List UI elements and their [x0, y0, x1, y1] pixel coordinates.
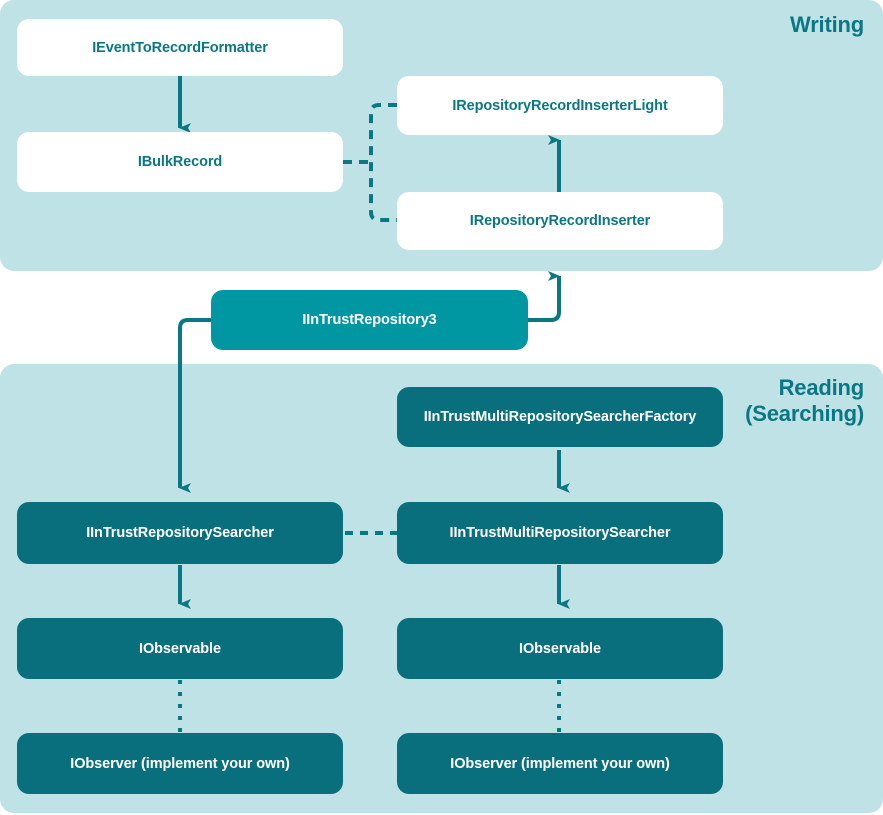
reading-panel-title-line2: (Searching) [745, 401, 864, 426]
node-observable-left[interactable]: IObservable [17, 618, 343, 679]
node-in-trust-repository3[interactable]: IInTrustRepository3 [211, 290, 528, 350]
node-multi-repository-searcher-factory[interactable]: IInTrustMultiRepositorySearcherFactory [397, 387, 723, 447]
node-in-trust-multi-repository-searcher[interactable]: IInTrustMultiRepositorySearcher [397, 502, 723, 564]
node-in-trust-repository-searcher[interactable]: IInTrustRepositorySearcher [17, 502, 343, 564]
node-bulk-record[interactable]: IBulkRecord [17, 132, 343, 192]
node-event-to-record-formatter[interactable]: IEventToRecordFormatter [17, 19, 343, 76]
reading-panel-title: Reading (Searching) [544, 375, 864, 427]
node-observer-left[interactable]: IObserver (implement your own) [17, 733, 343, 794]
node-observer-right[interactable]: IObserver (implement your own) [397, 733, 723, 794]
node-observable-right[interactable]: IObservable [397, 618, 723, 679]
reading-panel-title-line1: Reading [778, 375, 865, 400]
node-repository-record-inserter-light[interactable]: IRepositoryRecordInserterLight [397, 76, 723, 135]
arrow-repository3-to-inserter [528, 271, 561, 322]
writing-panel-title: Writing [790, 12, 864, 37]
node-repository-record-inserter[interactable]: IRepositoryRecordInserter [397, 192, 723, 250]
